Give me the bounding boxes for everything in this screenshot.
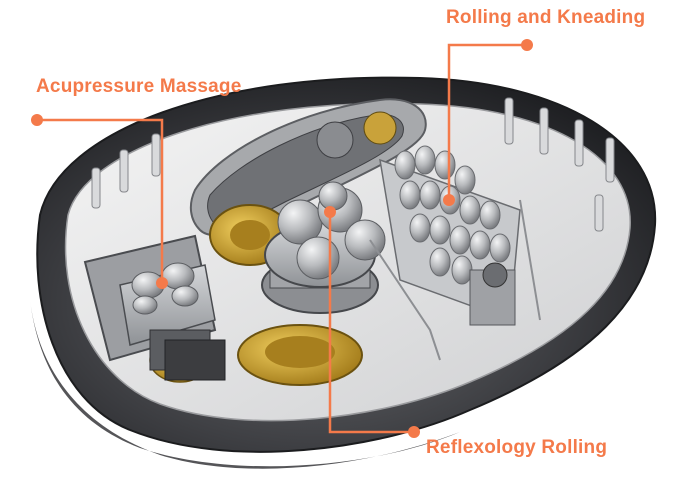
acupressure-module [83, 234, 226, 381]
dot-rolling-target [443, 194, 455, 206]
leader-reflexology [328, 210, 416, 434]
dot-acupressure-target [156, 277, 168, 289]
inner-walls [369, 199, 541, 361]
rim-posts [91, 97, 615, 232]
kneading-roller-assembly [379, 145, 521, 326]
dot-reflexology-end [408, 426, 420, 438]
dot-acupressure-end [31, 114, 43, 126]
dot-rolling-end [521, 39, 533, 51]
callout-reflexology: Reflexology Rolling [426, 437, 608, 458]
callout-acupressure: Acupressure Massage [36, 76, 242, 97]
belt-housing [189, 98, 427, 237]
reflexology-head [261, 181, 386, 314]
leader-rolling-kneading [447, 43, 529, 202]
callout-rolling-kneading: Rolling and Kneading [446, 7, 646, 28]
leader-acupressure [35, 118, 164, 285]
dot-reflexology-target [324, 206, 336, 218]
